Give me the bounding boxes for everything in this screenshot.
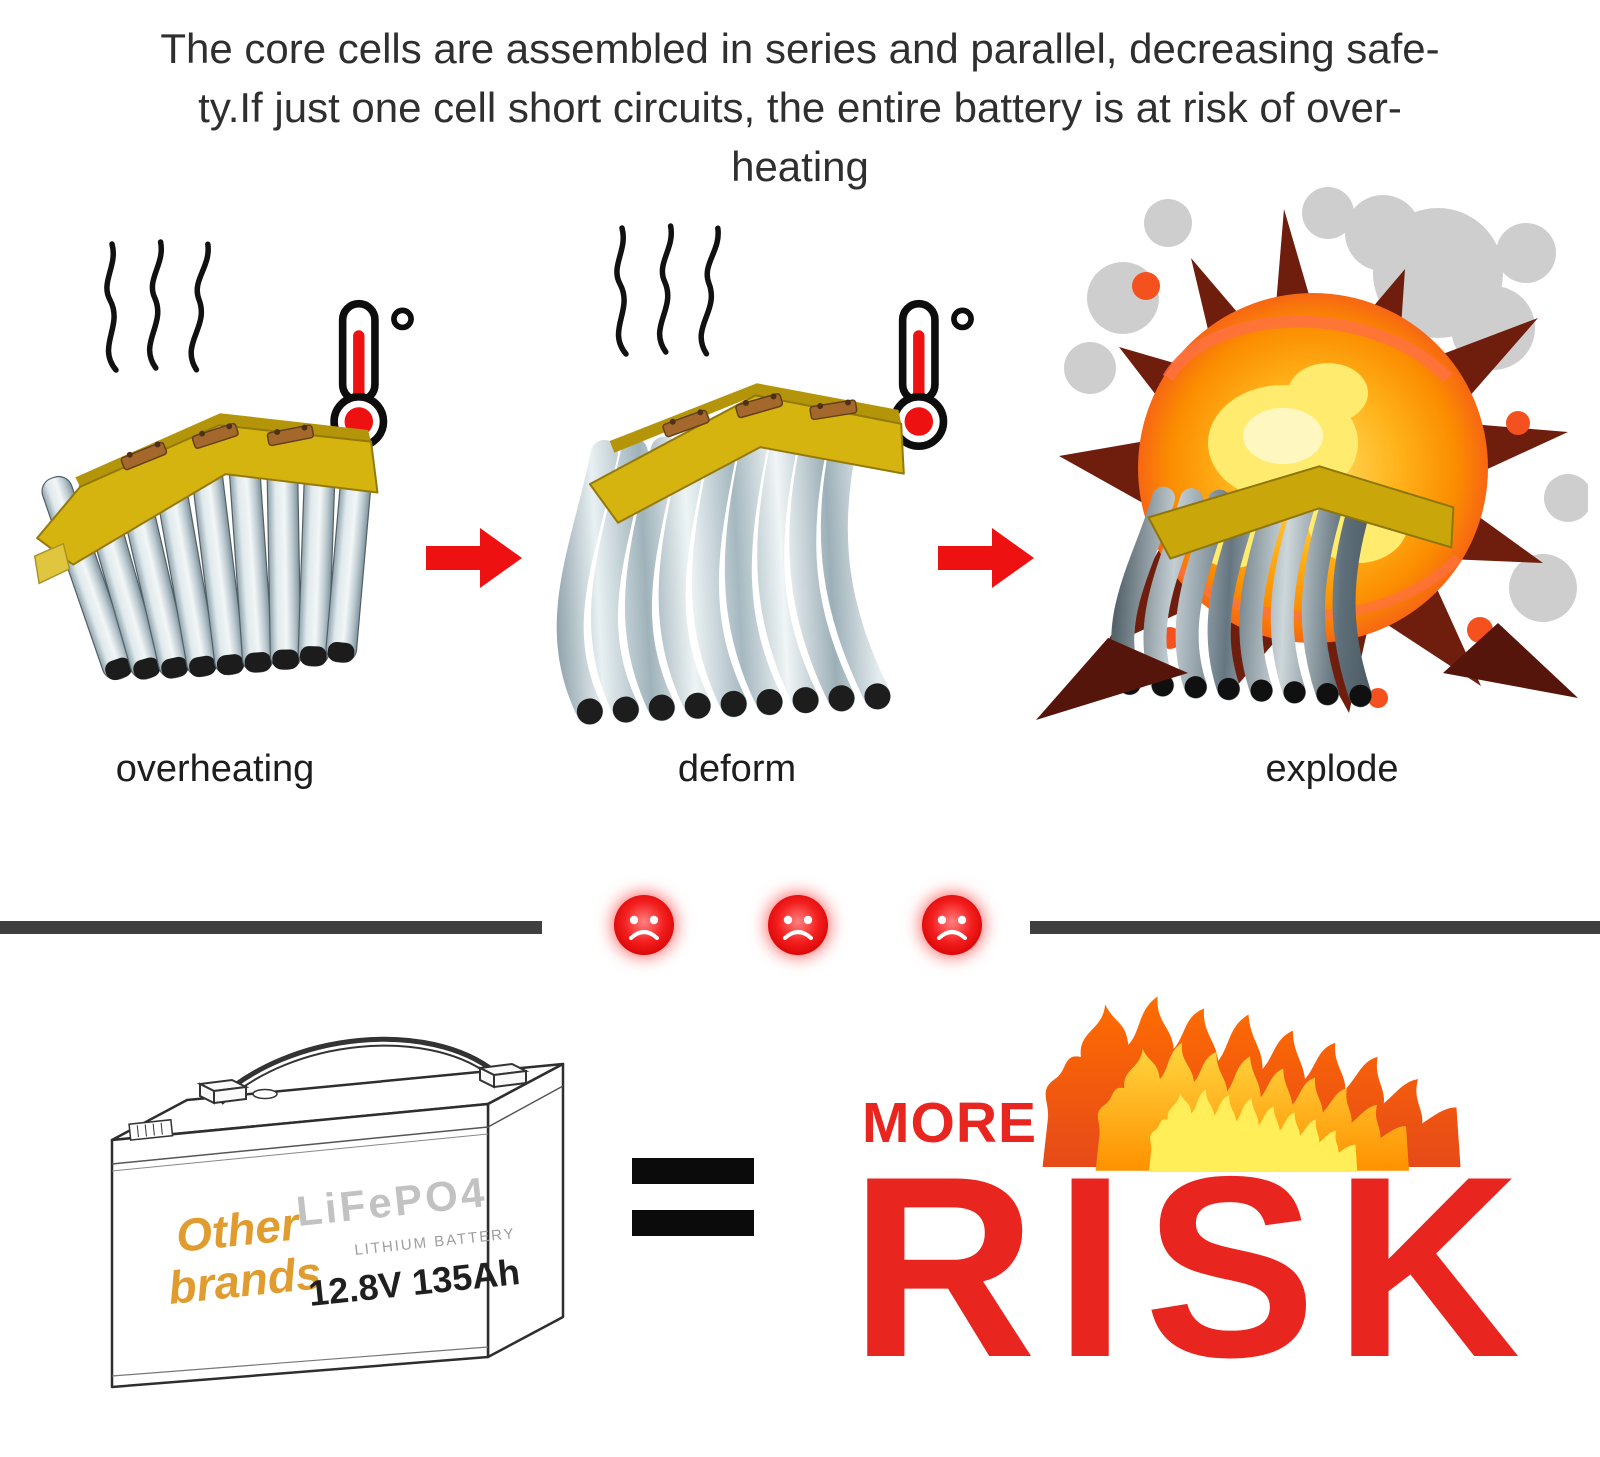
battery-pack-deformed: [540, 358, 935, 743]
stage-label-explode: explode: [1265, 748, 1399, 790]
sad-faces-row: [612, 892, 984, 958]
battery-pack-overheating: [28, 382, 423, 727]
headline-line-3: heating: [731, 142, 869, 190]
equals-sign: =: [632, 1158, 754, 1236]
battery-brand-line1: Other: [174, 1197, 304, 1262]
thermometer-icon: [872, 298, 977, 450]
other-brand-battery-illustration: Other brands LiFePO4 LITHIUM BATTERY 12.…: [50, 972, 580, 1392]
divider-bar-right: [1030, 921, 1600, 934]
equals-bar-bottom: [632, 1210, 754, 1236]
arrow-right-icon: [938, 526, 1034, 590]
headline-line-2: ty.If just one cell short circuits, the …: [198, 83, 1402, 131]
sad-face-icon: [612, 893, 676, 957]
equals-bar-top: [632, 1158, 754, 1184]
sad-face-icon: [920, 893, 984, 957]
steam-icon: [598, 222, 748, 364]
divider-bar-left: [0, 921, 542, 934]
steam-icon: [88, 238, 238, 380]
headline: The core cells are assembled in series a…: [40, 20, 1560, 196]
more-label: MORE: [862, 1091, 1037, 1155]
stage-label-deform: deform: [677, 748, 797, 790]
arrow-right-icon: [426, 526, 522, 590]
headline-line-1: The core cells are assembled in series a…: [160, 25, 1440, 72]
risk-label: RISK: [850, 1122, 1539, 1411]
stage-label-overheating: overheating: [115, 748, 315, 790]
battery-explosion-graphic: [1028, 168, 1588, 763]
sad-face-icon: [766, 893, 830, 957]
